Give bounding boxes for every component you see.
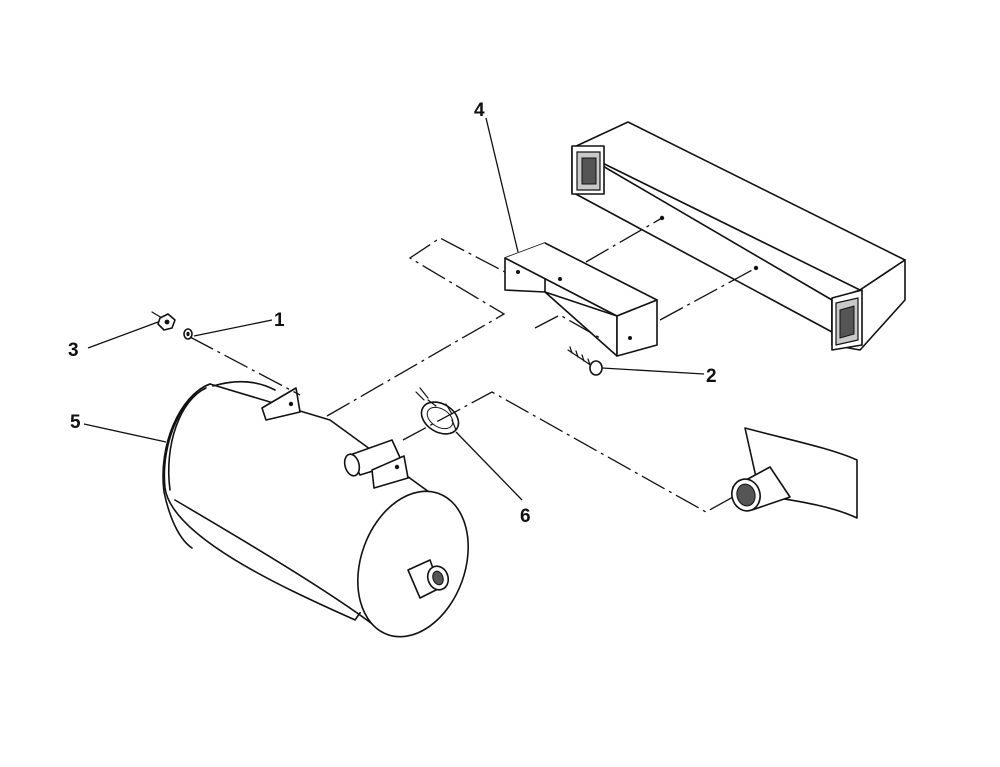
muffler-bracket xyxy=(504,242,658,357)
bolt xyxy=(567,346,603,376)
callout-4: 4 xyxy=(474,100,485,121)
nut-and-washer xyxy=(151,311,193,340)
callout-1: 1 xyxy=(274,310,285,331)
callout-6: 6 xyxy=(520,506,531,527)
frame-crossmember xyxy=(571,121,906,351)
assembly-lines xyxy=(189,217,757,513)
exhaust-pipe xyxy=(731,427,858,519)
callout-leaders xyxy=(83,117,705,501)
callout-5: 5 xyxy=(70,412,81,433)
callout-3: 3 xyxy=(68,340,79,361)
callout-2: 2 xyxy=(706,366,717,387)
clamp xyxy=(415,387,460,435)
muffler xyxy=(162,380,469,638)
